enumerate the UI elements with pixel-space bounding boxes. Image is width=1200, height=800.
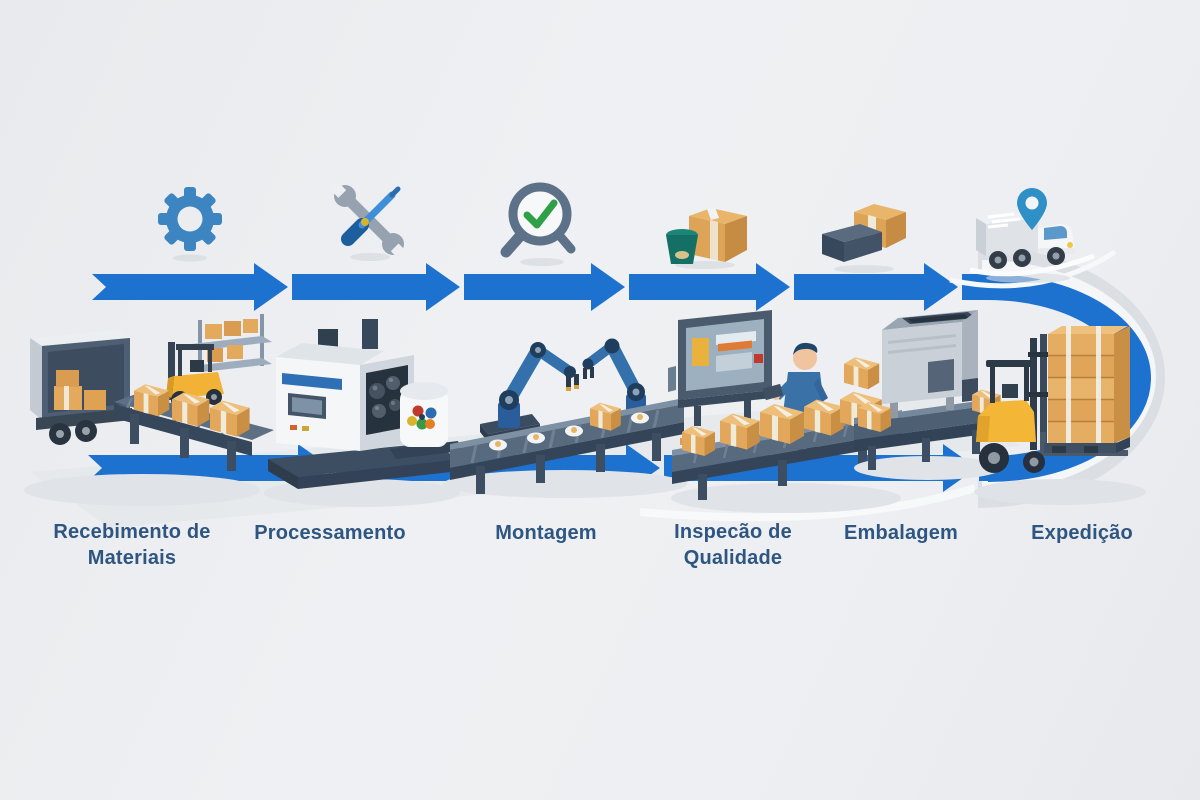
cnc-machine [276, 319, 414, 451]
tools-icon [327, 179, 410, 262]
navy-slab-top [822, 224, 882, 242]
inspection-monitor [668, 310, 772, 426]
gear-icon [158, 187, 222, 262]
tablet [762, 383, 784, 401]
tool-carousel [390, 382, 462, 459]
station-label-recebimento: Recebimento de Materiais [53, 521, 211, 570]
road-swoosh-bottom [639, 484, 977, 522]
package-stack-icon [822, 204, 906, 273]
station-label-montagem: Montagem [495, 522, 597, 544]
forklift [976, 334, 1128, 473]
station-illustration-recebimento [24, 314, 274, 506]
assembly-conveyor [450, 398, 684, 494]
delivery-truck-pin-icon [969, 188, 1095, 283]
box-bucket-icon [666, 207, 747, 269]
top-arrow-band [92, 263, 989, 311]
station-illustration-processamento [264, 319, 462, 507]
station-illustration-montagem [443, 338, 687, 498]
packing-machine [882, 310, 978, 418]
magnifier-check-icon [500, 182, 576, 266]
station-illustration-inspecao [668, 310, 902, 513]
conveyor-parts [489, 412, 649, 451]
truck-trailer [30, 330, 132, 445]
road-swoosh-top [949, 249, 1117, 289]
station-label-inspecao: Inspecão de Qualidade [674, 521, 792, 570]
checkmark-glyph [523, 199, 558, 229]
bucket-body [666, 235, 698, 264]
station-illustration-expedicao [974, 326, 1146, 505]
station-illustration-embalagem [854, 310, 1002, 480]
speed-lines [987, 212, 1021, 229]
pallet-stack [1044, 326, 1130, 453]
pallet [1044, 443, 1116, 453]
station-label-embalagem: Embalagem [843, 522, 959, 544]
station-label-expedicao: Expedição [1031, 522, 1133, 544]
station-label-processamento: Processamento [254, 522, 406, 544]
loop-arrow-curve [987, 274, 1151, 482]
